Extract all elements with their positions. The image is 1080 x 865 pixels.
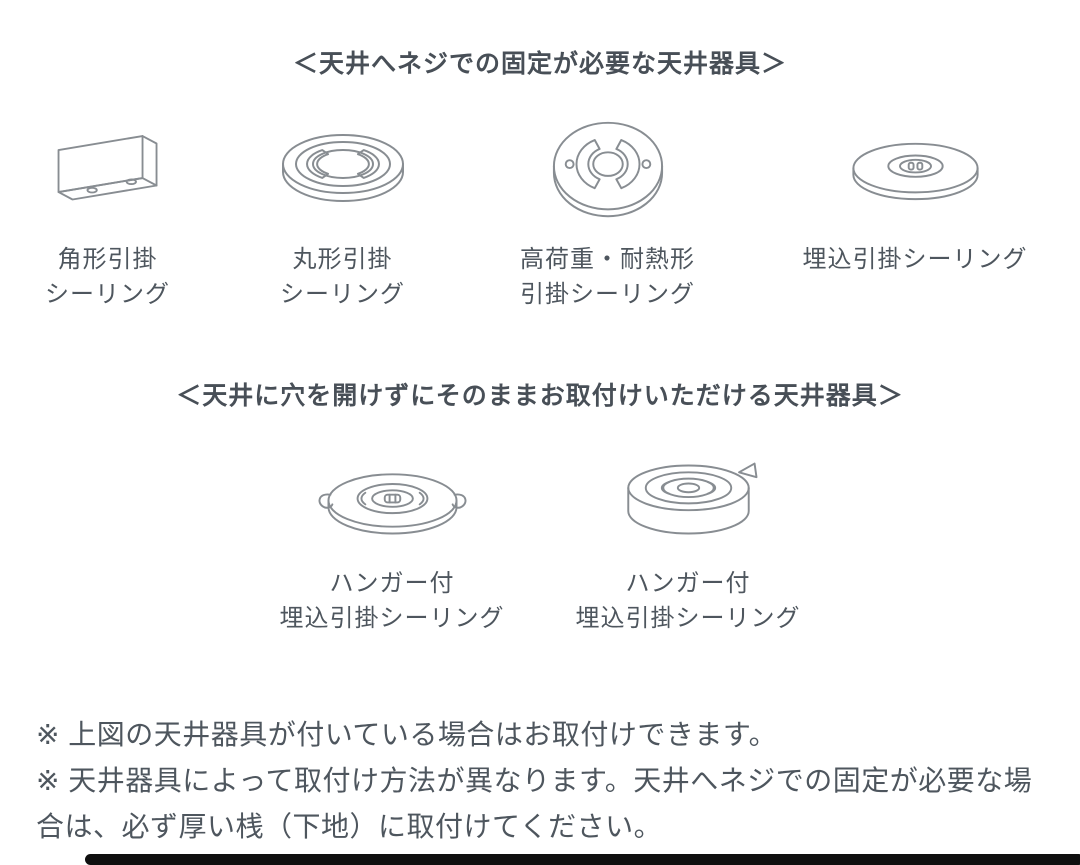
fixture-label-line1: ハンガー付 bbox=[625, 570, 751, 597]
square-hook-ceiling-icon bbox=[38, 112, 178, 230]
fixture-label: 角形引掛 シーリング bbox=[45, 242, 170, 312]
section1-title: ＜天井へネジでの固定が必要な天井器具＞ bbox=[292, 50, 787, 78]
fixture-label-line2: 埋込引掛シーリング bbox=[575, 605, 801, 632]
fixture-label: ハンガー付 埋込引掛シーリング bbox=[576, 566, 801, 636]
fixture-label-line2: シーリング bbox=[280, 281, 405, 308]
note-1: ※ 上図の天井器具が付いている場合はお取付けできます。 bbox=[36, 719, 778, 750]
note-2: ※ 天井器具によって取付け方法が異なります。天井へネジでの固定が必要な場合は、必… bbox=[36, 765, 1033, 842]
fixture-label-line2: シーリング bbox=[45, 281, 170, 308]
recessed-hook-ceiling-icon bbox=[833, 112, 998, 230]
fixture-label: 高荷重・耐熱形 引掛シーリング bbox=[520, 242, 695, 312]
fixture-item-hanger-recessed-flat: ハンガー付 埋込引掛シーリング bbox=[252, 446, 532, 636]
fixture-label: ハンガー付 埋込引掛シーリング bbox=[280, 566, 505, 636]
fixture-label-line1: 角形引掛 bbox=[57, 246, 158, 273]
round-hook-ceiling-icon bbox=[268, 112, 418, 230]
fixture-label-line2: 埋込引掛シーリング bbox=[279, 605, 505, 632]
fixture-item-square-hook: 角形引掛 シーリング bbox=[15, 112, 200, 312]
fixture-label: 丸形引掛 シーリング bbox=[280, 242, 405, 312]
hanger-recessed-ceiling-angled-icon bbox=[601, 446, 776, 554]
bottom-bar bbox=[85, 854, 1080, 865]
fixture-label-line1: 高荷重・耐熱形 bbox=[520, 246, 695, 273]
fixture-label-line2: 引掛シーリング bbox=[520, 281, 695, 308]
fixture-item-hanger-recessed-angled: ハンガー付 埋込引掛シーリング bbox=[548, 446, 828, 636]
fixture-item-recessed: 埋込引掛シーリング bbox=[765, 112, 1065, 277]
section2-items: ハンガー付 埋込引掛シーリング ハンガー付 埋込引掛シーリング bbox=[0, 446, 1080, 636]
section2-title: ＜天井に穴を開けずにそのままお取付けいただける天井器具＞ bbox=[176, 382, 904, 410]
fixture-label: 埋込引掛シーリング bbox=[803, 242, 1028, 277]
section1-items: 角形引掛 シーリング 丸形引掛 シーリング bbox=[0, 112, 1080, 312]
notes: ※ 上図の天井器具が付いている場合はお取付けできます。 ※ 天井器具によって取付… bbox=[0, 712, 1080, 850]
fixture-item-heavy-duty: 高荷重・耐熱形 引掛シーリング bbox=[485, 112, 730, 312]
fixture-item-round-hook: 丸形引掛 シーリング bbox=[235, 112, 450, 312]
fixture-label-line1: 丸形引掛 bbox=[292, 246, 393, 273]
heavy-duty-hook-ceiling-icon bbox=[534, 112, 682, 230]
fixture-label-line1: 埋込引掛シーリング bbox=[802, 246, 1028, 273]
hanger-recessed-ceiling-flat-icon bbox=[305, 446, 480, 554]
fixture-label-line1: ハンガー付 bbox=[329, 570, 455, 597]
